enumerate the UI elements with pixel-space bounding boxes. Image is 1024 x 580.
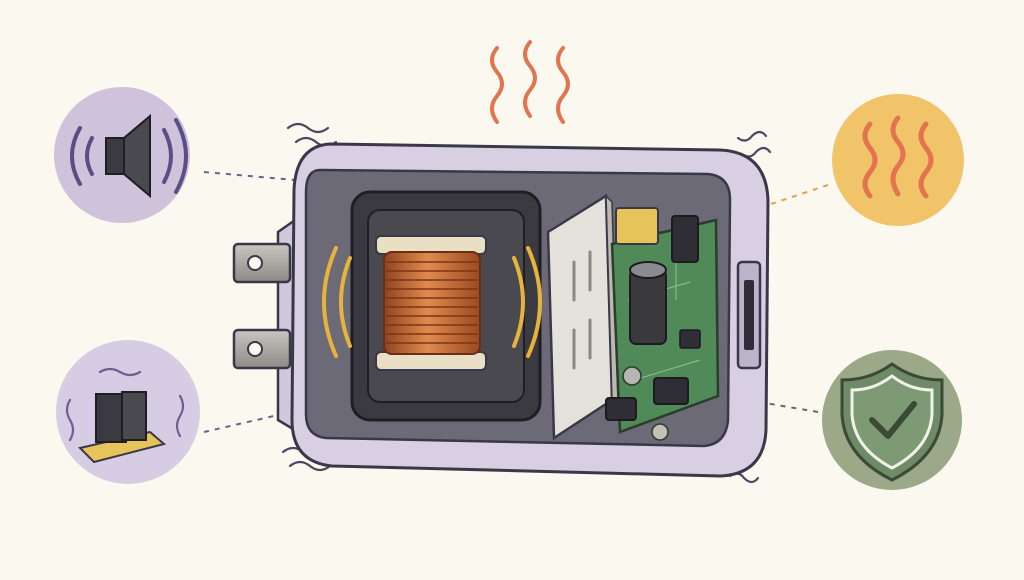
plug-prongs: [232, 215, 300, 435]
prong-top: [232, 242, 292, 284]
connector-line-heat: [767, 184, 829, 206]
ic-chip-1: [653, 377, 689, 405]
callout-vibration: [56, 340, 200, 484]
copper-coil: [383, 251, 481, 355]
small-transistor: [679, 329, 701, 349]
callout-safety: [822, 350, 962, 490]
ic-chip-2: [605, 397, 637, 421]
callout-heat: [832, 94, 964, 226]
heat-waves-top: [490, 40, 570, 124]
transformer-core-icon: [65, 367, 185, 464]
relay-component: [671, 215, 699, 263]
heatsink-plate: [546, 193, 619, 441]
transformer: [322, 190, 542, 422]
prong-bottom: [232, 328, 292, 370]
capacitor: [629, 261, 667, 345]
circuit-board: [605, 207, 720, 441]
speaker-icon: [70, 113, 188, 199]
callout-sound: [54, 87, 190, 223]
connector-line-sound: [203, 171, 296, 181]
heat-waves-icon: [862, 115, 934, 199]
shield-check-icon: [840, 362, 944, 482]
pcb-component-round: [622, 366, 642, 386]
coil-vibration-arcs: [322, 246, 542, 358]
yellow-capacitor: [615, 207, 659, 245]
